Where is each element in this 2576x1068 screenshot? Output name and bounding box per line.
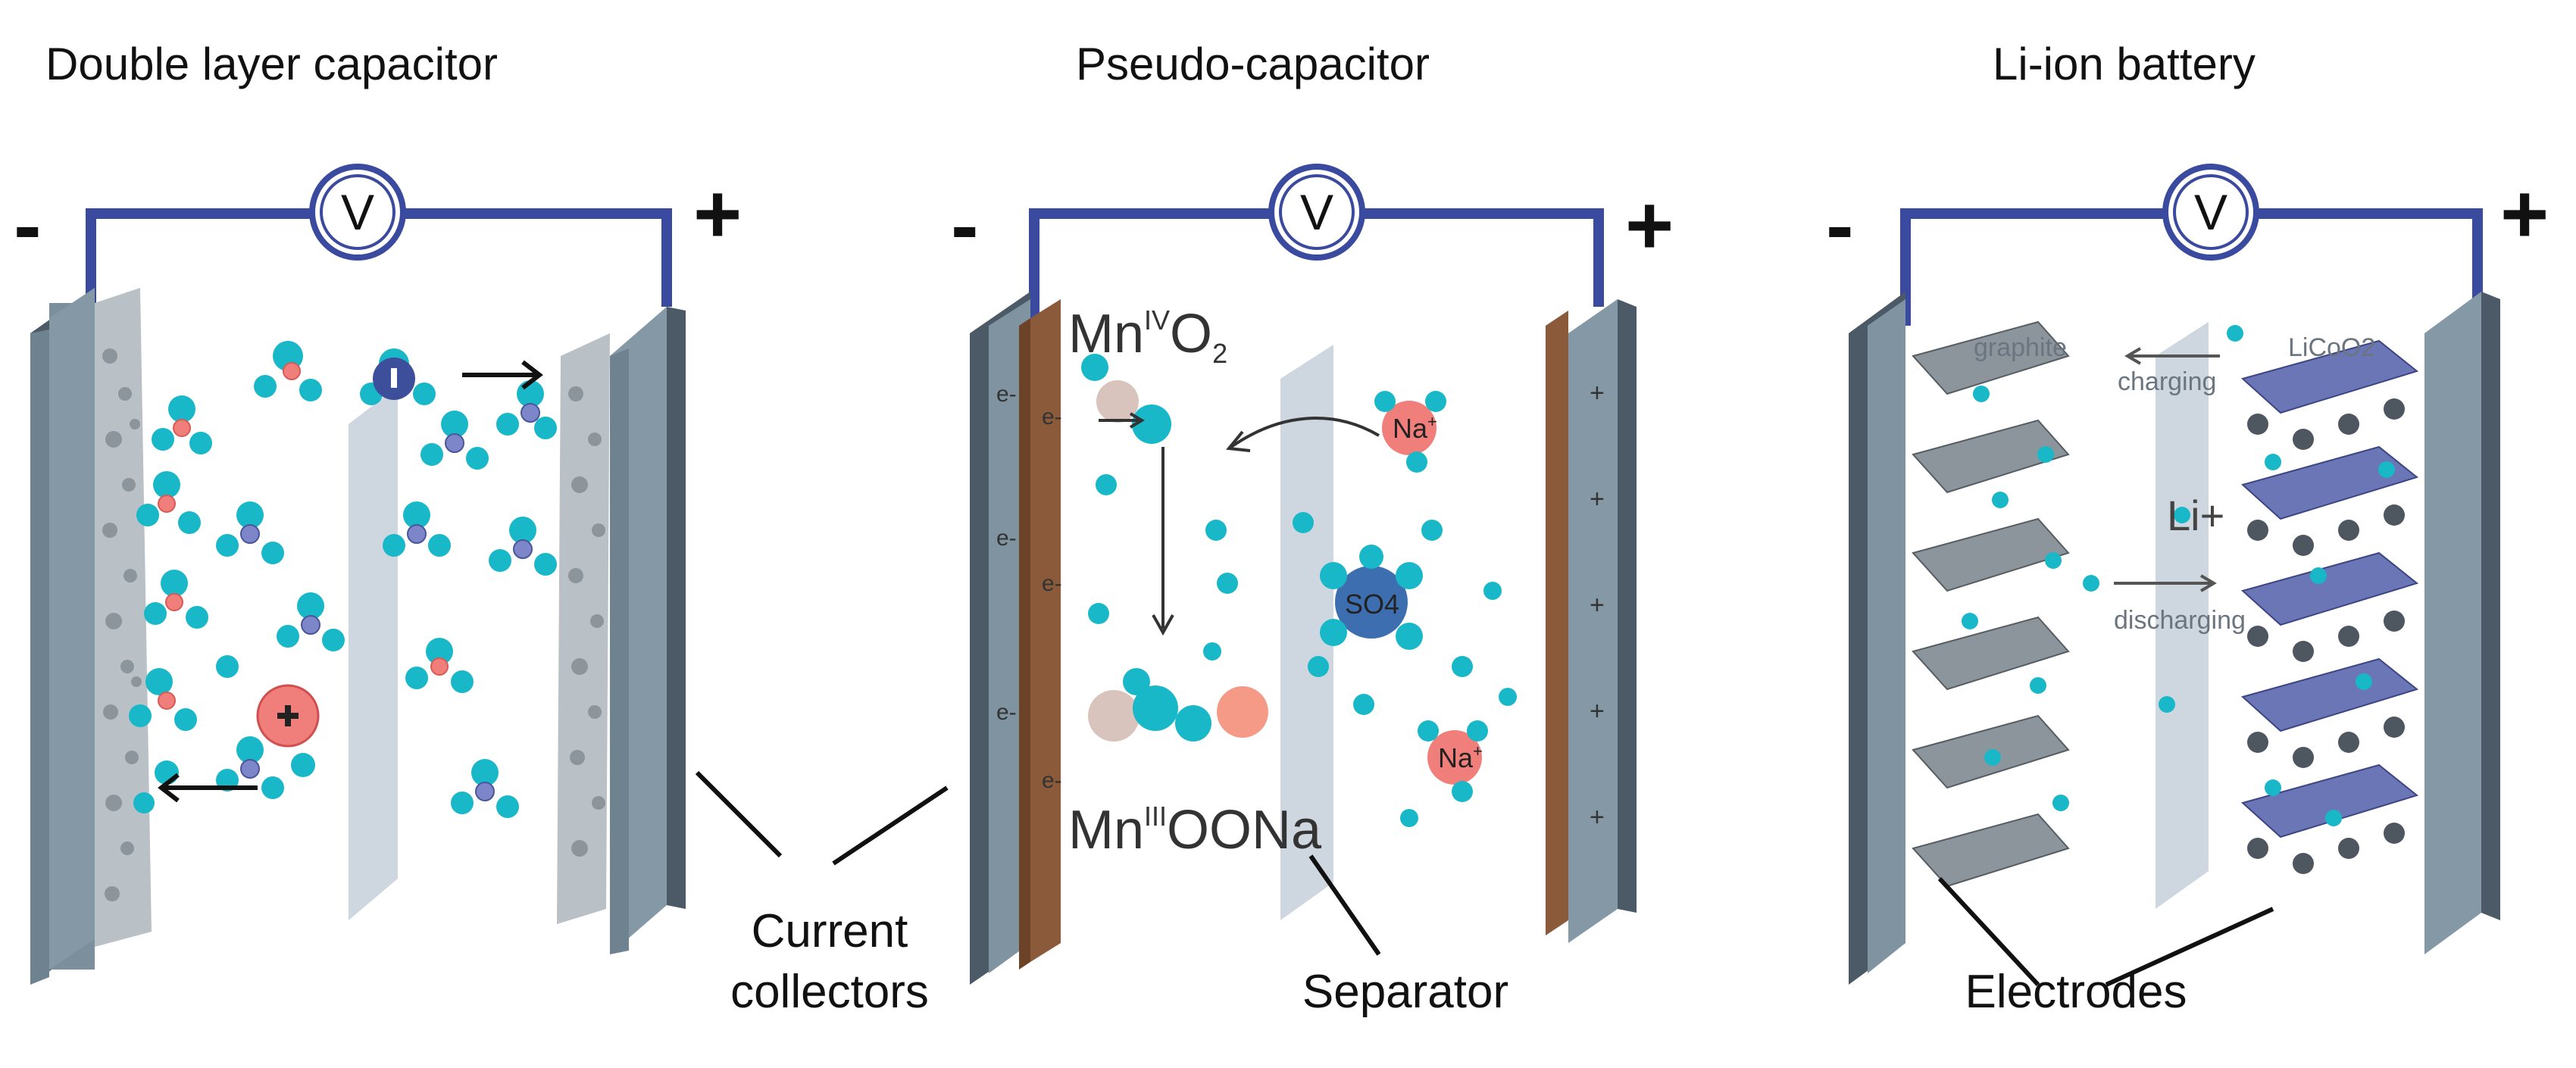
anode-label: graphite (1974, 333, 2067, 362)
circuit-wire-right (405, 208, 672, 307)
mnooh-molecule-bottom (1088, 668, 1268, 742)
voltmeter: V (1268, 164, 1365, 261)
leader-lines (695, 770, 2274, 987)
panel-pseudo-capacitor: Pseudo-capacitor V - + + + (951, 39, 1674, 985)
positive-terminal: + (2500, 167, 2549, 261)
voltmeter-label: V (1300, 184, 1333, 240)
ion-flow-arrows (2114, 347, 2220, 592)
circuit-wire-left (1029, 208, 1269, 326)
svg-text:+: + (1590, 591, 1605, 620)
species-mn-iv-o2: MnIVO2 (1068, 304, 1227, 369)
li-ions (1962, 325, 2395, 826)
reaction-arrows (1099, 412, 1380, 636)
separator-1 (349, 386, 398, 920)
cation-na-bottom: Na+ (1418, 720, 1488, 802)
panel-double-layer: Double layer capacitor V - + (14, 39, 742, 985)
svg-text:e-: e- (996, 382, 1017, 407)
positive-terminal: + (1625, 179, 1674, 272)
svg-text:e-: e- (996, 526, 1017, 551)
current-collector-right (1568, 299, 1637, 943)
svg-text:e-: e- (1042, 404, 1062, 429)
callout-electrodes: Electrodes (1965, 966, 2187, 1018)
circuit-wire-left (1900, 208, 2163, 326)
svg-text:Na+: Na+ (1438, 742, 1483, 773)
svg-text:+: + (1590, 485, 1605, 514)
negative-terminal: - (14, 179, 42, 272)
panel-title: Pseudo-capacitor (1076, 39, 1430, 89)
voltmeter-label: V (341, 184, 374, 240)
circuit-wire-right (1364, 208, 1604, 307)
svg-text:+: + (1590, 803, 1605, 832)
porous-electrode-right (557, 333, 610, 924)
svg-text:+: + (1590, 697, 1605, 726)
species-mn-iii-oona: MnIIIOONa (1068, 800, 1322, 860)
cation-na-top: Na+ (1374, 391, 1446, 473)
positive-terminal: + (693, 167, 742, 261)
current-collector-right (2424, 292, 2500, 954)
licoo2-cathode (2240, 339, 2419, 874)
separator-3 (2156, 322, 2209, 909)
callout-separator: Separator (1302, 966, 1508, 1018)
panel-li-ion: Li-ion battery V - + graphite (1826, 39, 2549, 985)
callout-current-collectors-line-2: collectors (730, 966, 929, 1018)
voltmeter-label: V (2194, 184, 2227, 240)
svg-text:Na+: Na+ (1393, 412, 1437, 444)
cathode-label: LiCoO2 (2288, 333, 2375, 362)
negative-terminal: - (1826, 179, 1854, 272)
anion-so4: SO4 (1320, 545, 1423, 650)
electron-marks-left: e- e- e- e- e- e- (996, 382, 1062, 793)
voltmeter: V (309, 164, 406, 261)
solvated-ions-panel-1 (129, 341, 557, 818)
panel-title: Li-ion battery (1993, 39, 2256, 89)
charging-label: charging (2118, 367, 2216, 396)
svg-text:+: + (1590, 379, 1605, 408)
circuit-wire-left (86, 208, 311, 326)
separator-2 (1280, 345, 1333, 920)
svg-text:SO4: SO4 (1345, 589, 1399, 620)
callout-current-collectors-line-1: Current (752, 905, 908, 957)
voltmeter: V (2162, 164, 2259, 261)
mno2-layer-right (1546, 311, 1568, 935)
porous-electrode-left (95, 288, 152, 947)
solvent-panel-2 (1088, 474, 1517, 827)
mno2-layer-left (1019, 299, 1061, 970)
circuit-wire-right (2258, 208, 2483, 307)
current-collector-right (610, 307, 686, 954)
svg-text:e-: e- (996, 700, 1017, 725)
negative-terminal: - (951, 179, 979, 272)
svg-text:e-: e- (1042, 571, 1062, 596)
discharging-label: discharging (2114, 606, 2246, 635)
mno2-molecule-top (1081, 354, 1171, 444)
svg-text:e-: e- (1042, 768, 1062, 793)
current-collector-left (1849, 292, 1905, 985)
charge-marks-right: + + + + + (1590, 379, 1605, 832)
migration-arrows-panel-1 (158, 360, 543, 803)
panel-title: Double layer capacitor (45, 39, 498, 89)
li-ion-label: Li+ (2167, 492, 2224, 539)
current-collector-left (30, 288, 95, 985)
graphite-anode (1912, 320, 2070, 888)
